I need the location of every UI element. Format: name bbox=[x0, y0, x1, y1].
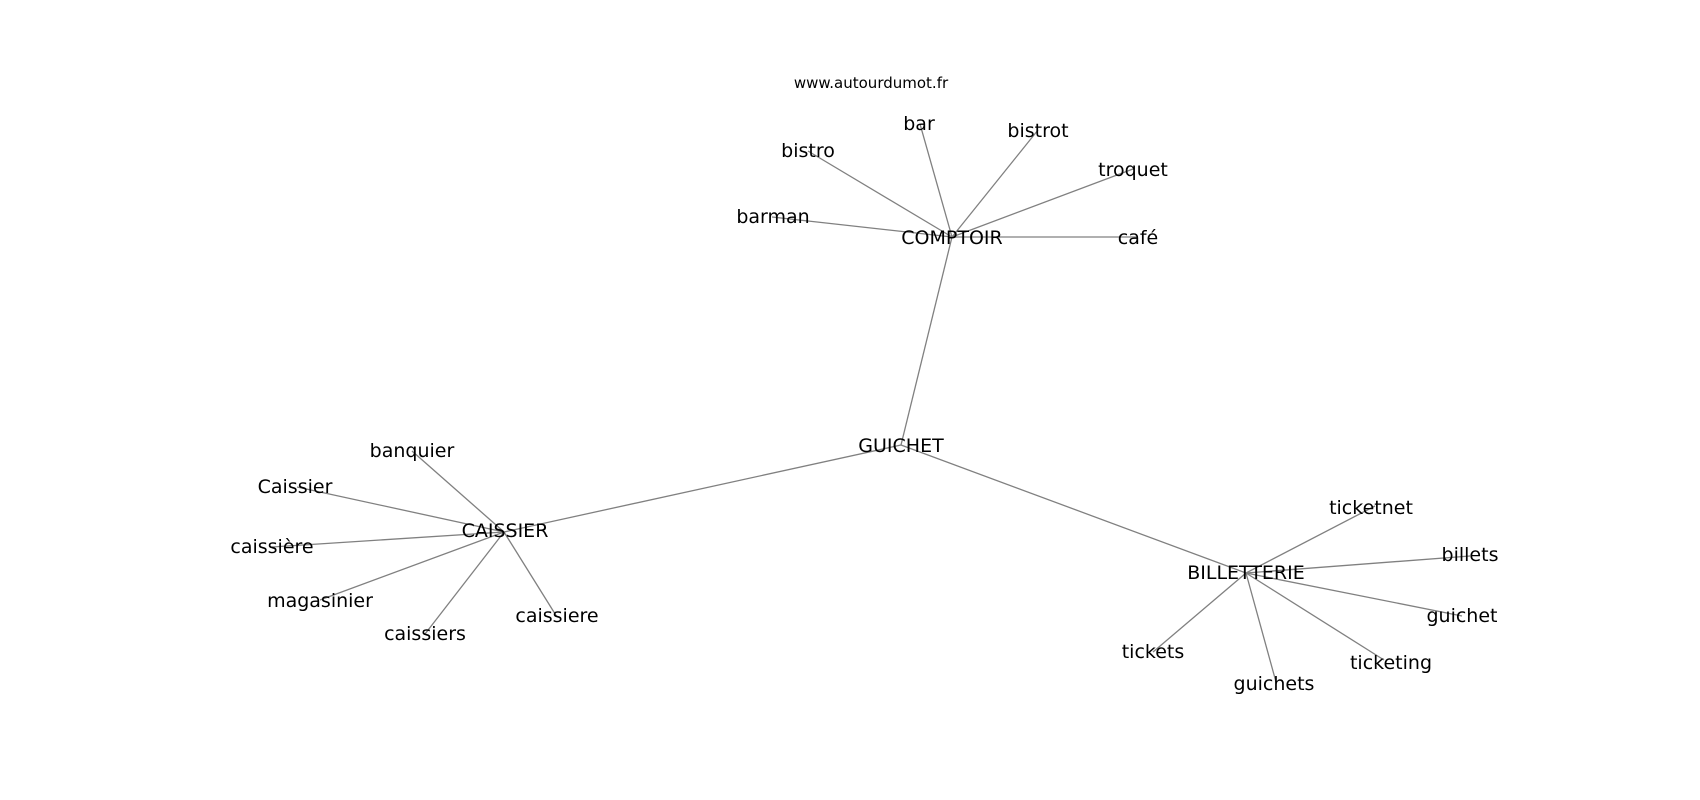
edge-caissier-caissiere-accent bbox=[271, 531, 505, 548]
edge-billetterie-guichets bbox=[1245, 572, 1277, 683]
node-troquet: troquet bbox=[1098, 159, 1168, 181]
node-billets: billets bbox=[1442, 544, 1499, 566]
node-guichet: GUICHET bbox=[858, 435, 944, 457]
watermark-text: www.autourdumot.fr bbox=[794, 74, 949, 92]
node-guichets: guichets bbox=[1234, 673, 1315, 695]
edge-billetterie-ticketing bbox=[1245, 572, 1385, 661]
node-comptoir: COMPTOIR bbox=[901, 227, 1002, 249]
node-caissiere-accent: caissière bbox=[230, 536, 313, 558]
labels-layer: www.autourdumot.fr GUICHET COMPTOIR bar … bbox=[230, 74, 1498, 695]
node-caissiers: caissiers bbox=[384, 623, 466, 645]
edge-billetterie-guichet bbox=[1245, 572, 1463, 617]
node-banquier: banquier bbox=[370, 440, 455, 462]
node-guichet-leaf: guichet bbox=[1426, 605, 1497, 627]
edge-billetterie-billets bbox=[1245, 555, 1471, 574]
edge-caissier-caissier-cap bbox=[296, 486, 505, 533]
edges-layer bbox=[271, 123, 1471, 683]
edge-caissier-caissiers bbox=[424, 531, 505, 635]
node-caissiere: caissiere bbox=[515, 605, 598, 627]
edge-caissier-magasinier bbox=[319, 531, 505, 601]
edge-comptoir-bistrot bbox=[951, 129, 1039, 238]
node-tickets: tickets bbox=[1122, 641, 1185, 663]
node-ticketing: ticketing bbox=[1350, 652, 1432, 674]
edge-billetterie-tickets bbox=[1152, 572, 1247, 653]
edge-comptoir-bar bbox=[919, 123, 953, 238]
node-bistro: bistro bbox=[781, 140, 835, 162]
node-bistrot: bistrot bbox=[1007, 120, 1068, 142]
edge-caissier-caissiere bbox=[503, 531, 558, 618]
node-billetterie: BILLETTERIE bbox=[1187, 562, 1305, 584]
edge-comptoir-bistro bbox=[807, 150, 953, 238]
node-caissier-hub: CAISSIER bbox=[462, 520, 549, 542]
node-magasinier: magasinier bbox=[267, 590, 373, 612]
edge-guichet-caissier bbox=[503, 444, 902, 533]
edge-comptoir-troquet bbox=[951, 168, 1134, 238]
node-bar: bar bbox=[903, 113, 935, 135]
edge-billetterie-ticketnet bbox=[1245, 505, 1376, 574]
edge-comptoir-barman bbox=[771, 216, 953, 238]
node-ticketnet: ticketnet bbox=[1329, 497, 1413, 519]
edge-guichet-billetterie bbox=[900, 444, 1247, 574]
edge-caissier-banquier bbox=[411, 450, 505, 533]
node-caissier-cap: Caissier bbox=[258, 476, 333, 498]
node-barman: barman bbox=[736, 206, 809, 228]
edge-guichet-comptoir bbox=[900, 236, 953, 446]
node-cafe: café bbox=[1118, 227, 1158, 249]
